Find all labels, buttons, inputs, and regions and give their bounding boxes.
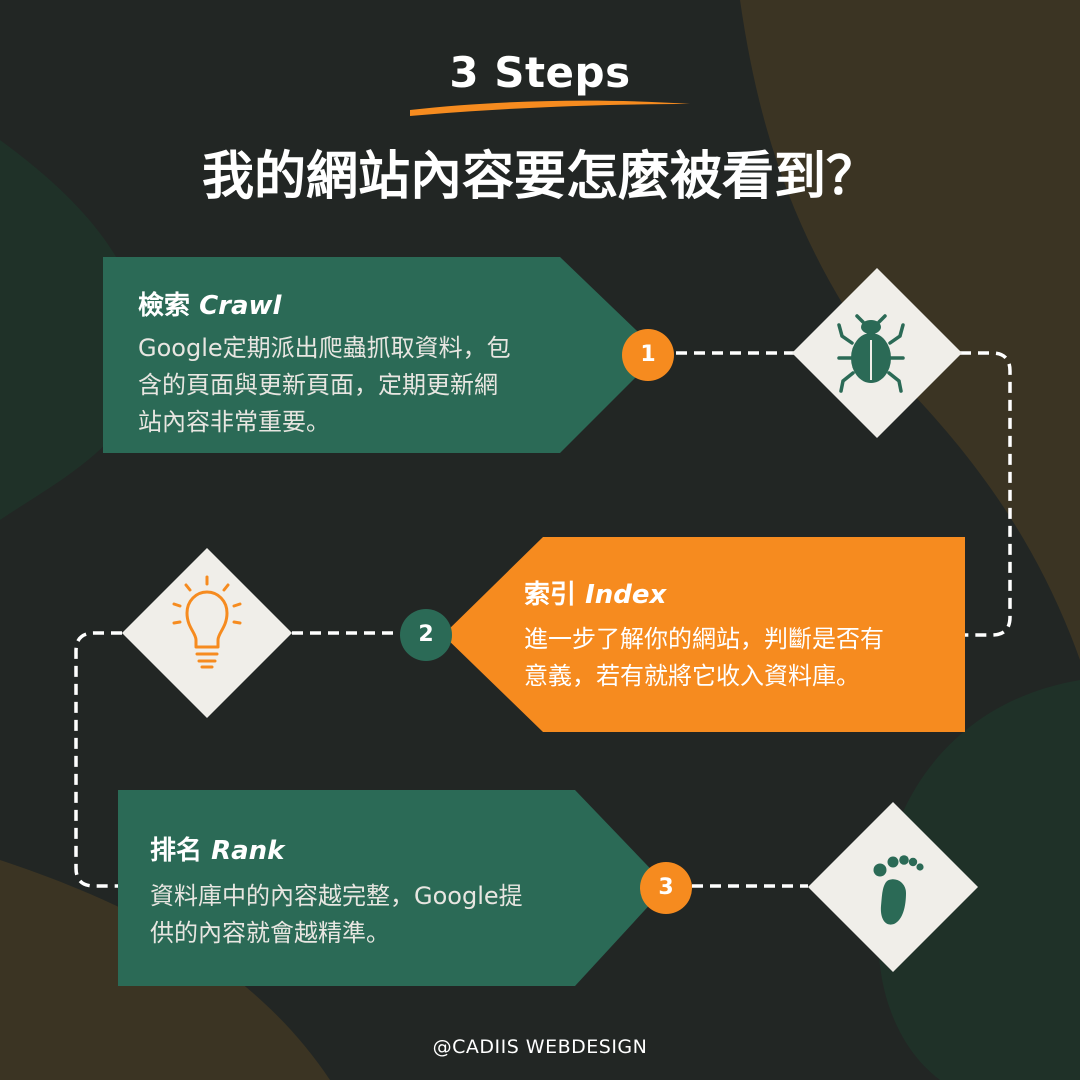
step-1-line: 含的頁面與更新頁面，定期更新網 — [138, 371, 498, 399]
step-1-description: Google定期派出爬蟲抓取資料，包 含的頁面與更新頁面，定期更新網 站內容非常… — [138, 330, 511, 441]
step-1-line: Google定期派出爬蟲抓取資料，包 — [138, 334, 511, 362]
step-2-line: 意義，若有就將它收入資料庫。 — [524, 662, 860, 690]
step-1-title-en: Crawl — [199, 291, 282, 321]
step-2-title-zh: 索引 — [524, 580, 577, 610]
step-2-title: 索引 Index — [524, 574, 666, 611]
step-1-line: 站內容非常重要。 — [138, 408, 330, 436]
step-3-description: 資料庫中的內容越完整，Google提 供的內容就會越精準。 — [150, 878, 523, 952]
step-3-line: 供的內容就會越精準。 — [150, 919, 390, 947]
step-2-description: 進一步了解你的網站，判斷是否有 意義，若有就將它收入資料庫。 — [524, 621, 884, 695]
step-2-line: 進一步了解你的網站，判斷是否有 — [524, 625, 884, 653]
step-1-number-badge: 1 — [622, 329, 674, 381]
step-3-title-zh: 排名 — [150, 836, 203, 866]
step-1-title: 檢索 Crawl — [138, 285, 281, 322]
footer-credit: @CADIIS WEBDESIGN — [432, 1036, 648, 1058]
step-3-title: 排名 Rank — [150, 830, 284, 867]
step-3-panel — [118, 790, 667, 986]
heading-kicker: 3 Steps — [449, 48, 631, 97]
dashed-connector — [74, 351, 1012, 888]
diamond-step-2 — [122, 548, 292, 718]
bg-shape-green-right — [878, 680, 1080, 1080]
bug-icon — [837, 314, 905, 393]
footprint-icon — [873, 855, 924, 925]
step-3-number-badge: 3 — [640, 862, 692, 914]
step-2-number-badge: 2 — [400, 609, 452, 661]
heading-underline — [410, 100, 690, 116]
lightbulb-icon — [172, 575, 242, 669]
step-3-line: 資料庫中的內容越完整，Google提 — [150, 882, 523, 910]
step-2-panel — [443, 537, 965, 732]
step-3-title-en: Rank — [211, 836, 285, 866]
step-1-panel — [103, 257, 660, 453]
step-1-title-zh: 檢索 — [138, 291, 191, 321]
step-2-title-en: Index — [585, 580, 667, 610]
page-title: 我的網站內容要怎麼被看到？ — [201, 147, 878, 207]
